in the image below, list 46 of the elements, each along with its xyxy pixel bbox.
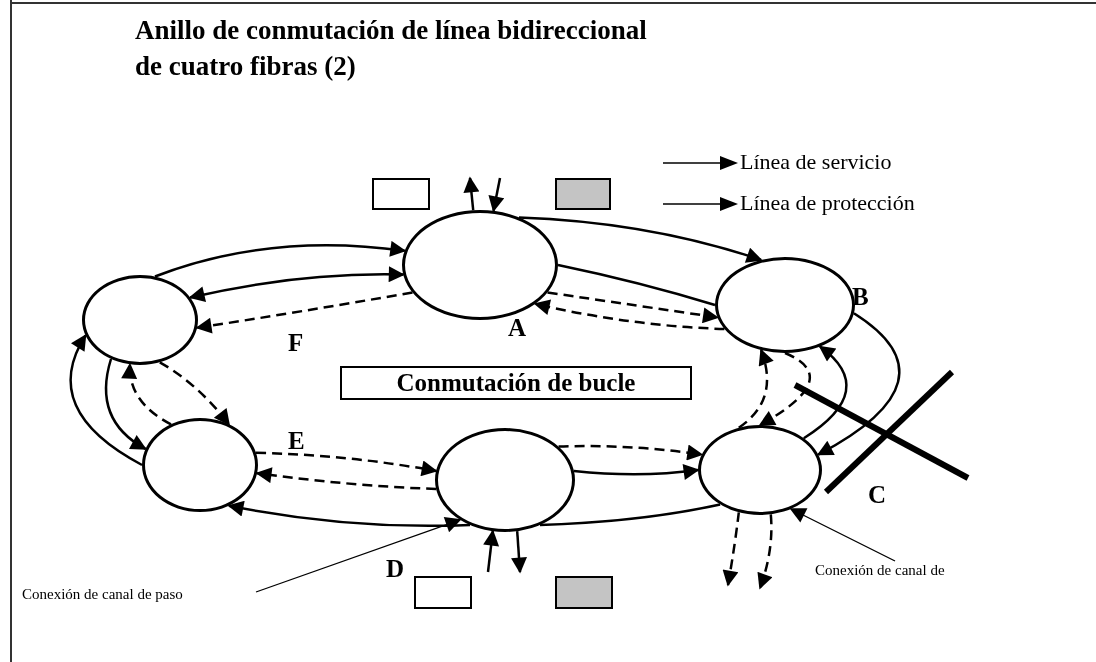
node-letter: E — [288, 428, 305, 454]
port-box — [555, 576, 613, 609]
protection-line-arrow — [159, 361, 230, 426]
service-line-arrow — [227, 500, 471, 528]
ring-line — [539, 503, 721, 527]
service-line-arrow — [511, 531, 527, 574]
protection-line-arrow — [558, 444, 704, 461]
node-letter: A — [508, 315, 527, 341]
protection-line-arrow — [255, 467, 437, 491]
service-line-arrow — [104, 358, 147, 450]
node-letter: F — [288, 330, 304, 356]
callout-text: Conexión de canal de — [815, 560, 945, 580]
port-box — [555, 178, 611, 210]
service-line-arrow — [518, 216, 763, 264]
service-line-arrow — [803, 345, 848, 440]
service-line-arrow — [573, 463, 700, 480]
service-line-arrow — [488, 177, 505, 213]
protection-line-arrow — [722, 512, 741, 587]
node-letter: B — [852, 284, 869, 310]
callout-text: Conexión de canal de paso — [22, 584, 183, 604]
protection-line-arrow — [533, 299, 725, 331]
protection-line-arrow — [547, 291, 719, 324]
port-box — [414, 576, 472, 609]
node-letter: C — [868, 482, 887, 508]
protection-line-arrow — [758, 351, 811, 427]
title: Anillo de conmutación de línea bidireccional de cuatro fibras (2) — [135, 14, 648, 83]
protection-line-arrow — [195, 291, 413, 334]
service-line-arrow — [816, 312, 901, 456]
service-line-arrow — [188, 266, 405, 303]
leader-line — [255, 517, 462, 593]
legend-label: Línea de servicio — [740, 149, 892, 175]
protection-line-arrow — [255, 451, 438, 477]
leader-line — [789, 508, 896, 562]
protection-line-arrow — [738, 348, 774, 429]
service-line-arrow — [463, 176, 480, 211]
legend-label: Línea de protección — [740, 190, 915, 216]
service-line-arrow — [69, 334, 143, 467]
ring-node-ellipse — [82, 275, 198, 365]
port-box — [372, 178, 430, 210]
label-box: Conmutación de bucle — [340, 366, 692, 400]
node-letter: D — [386, 556, 405, 582]
ring-line — [557, 263, 716, 307]
protection-line-arrow — [757, 514, 773, 590]
service-line-arrow — [483, 529, 500, 573]
service-line-arrow — [154, 241, 407, 278]
protection-line-arrow — [121, 362, 172, 426]
